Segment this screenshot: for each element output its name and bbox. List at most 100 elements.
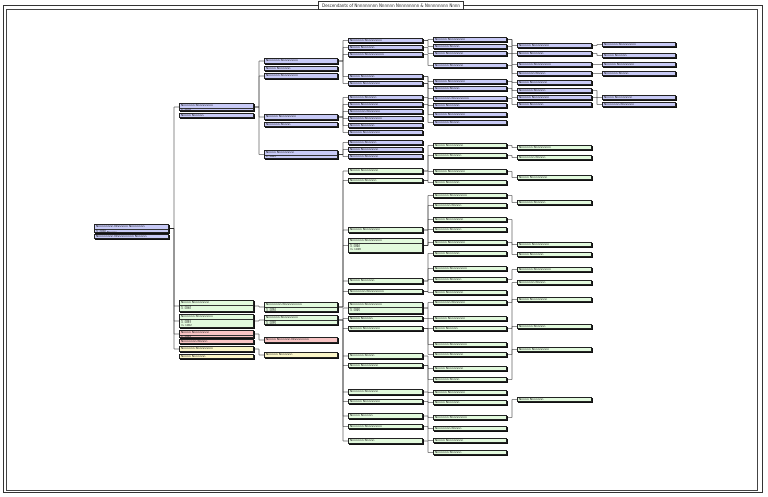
person-box[interactable]: Nnnnn Nnnnnnn — [517, 397, 592, 402]
person-box[interactable]: Nnnnnnn Nnnnnn — [517, 200, 592, 205]
person-box[interactable]: Nnnnnnn Nnnnn — [433, 377, 507, 382]
person-box[interactable]: Nnnnn Nnnnnnnnn — [517, 297, 592, 302]
person-box[interactable]: Nnnnn Nnnnnnn Nnnnnnnnn — [264, 337, 338, 343]
person-box[interactable]: Nnnnn Nnnnnnn — [433, 180, 507, 185]
person-box[interactable]: Nnnnn Nnnnnnnnn — [517, 175, 592, 180]
person-box[interactable]: Nnnnnnn Nnnnnnnnnn — [348, 52, 423, 57]
person-box[interactable]: Nnnnn Nnnnnn — [348, 316, 423, 321]
person-box[interactable]: Nnnnnnn Nnnnn — [433, 44, 507, 49]
person-box[interactable]: Nnnnn Nnnnnnnnn — [348, 147, 423, 152]
person-box[interactable]: Nnnnn Nnnnnnnnn — [433, 366, 507, 371]
person-box[interactable]: Nnnnnnn Nnnnnn — [433, 277, 507, 282]
person-box[interactable]: Nnnnnnnnn Nnnnnnnnnn Nnnnnn — [94, 234, 169, 239]
person-box[interactable]: Nnnnnnnn Nnnnn — [433, 203, 507, 208]
person-box[interactable]: Nnnnn Nnnnnnnnn — [433, 290, 507, 295]
person-box[interactable]: Nnnnn Nnnnnnn — [348, 278, 423, 284]
person-box[interactable]: Nnnnnnn Nnnnnn — [433, 227, 507, 232]
person-box[interactable]: Nnnnnn Nnnnnnnnn — [433, 37, 507, 42]
person-box[interactable]: Nnnnnn Nnnnnnnnn — [348, 399, 423, 404]
person-box[interactable]: Nnnnn Nnnnnnn — [433, 103, 507, 108]
person-box[interactable]: Nnnnn Nnnnnnnnn — [433, 438, 507, 443]
person-box[interactable]: Nnnnnn Nnnnnnnnn — [602, 62, 676, 67]
person-box[interactable]: Nnnnnn Nnnnnnnnn — [517, 43, 592, 48]
person-box[interactable]: Nnnnnnn Nnnnnnnnn — [433, 266, 507, 271]
person-box[interactable]: Nnnnnn Nnnnnnnnn — [433, 390, 507, 395]
person-box[interactable]: Nnnnnn Nnnnnnnnn — [433, 169, 507, 174]
person-box[interactable]: Nnnnn Nnnnnn — [433, 326, 507, 331]
person-box[interactable]: Nnnnnnn Nnnnnn — [348, 95, 423, 100]
person-box[interactable]: Nnnnn Nnnnnn — [179, 113, 254, 118]
person-box[interactable]: Nnnnn Nnnnnnn — [348, 74, 423, 79]
person-box[interactable]: Nnnnnn Nnnnnnnnn — [517, 95, 592, 100]
person-box[interactable]: Nnnnnnnn Nnnnnnn — [433, 300, 507, 305]
person-box[interactable]: Nnnnn Nnnnnnn — [348, 123, 423, 128]
person-box[interactable]: Nnnnn Nnnnnn — [348, 413, 423, 419]
person-box[interactable]: Nnnnnn Nnnnnnnnn — [264, 114, 338, 120]
person-box[interactable]: Nnnnnnnn Nnnnnnn — [602, 102, 676, 107]
person-box[interactable]: Nnnnnnn Nnnnnnn — [433, 352, 507, 357]
person-box[interactable]: Nnnnn Nnnnnnn — [433, 251, 507, 256]
person-box[interactable]: Nnnnn Nnnnnnnnn — [348, 102, 423, 107]
person-box[interactable]: Nnnnnnnn Nnnnn — [179, 339, 254, 344]
person-box[interactable]: Nnnnnnn Nnnnnnnnn — [433, 193, 507, 198]
person-box[interactable]: Nnnnnnn Nnnnnnnnn — [348, 424, 423, 429]
person-box[interactable]: Nnnnn Nnnnnn — [602, 53, 676, 58]
person-box[interactable]: Nnnnnn Nnnnnnnnn — [348, 130, 423, 135]
person-box[interactable]: Nnnnnnnn Nnnnnnn — [348, 109, 423, 114]
person-box[interactable]: Nnnnnn Nnnnnnnnn — [348, 326, 423, 331]
person-box[interactable]: Nnnnnnn Nnnnn — [433, 120, 507, 125]
person-box[interactable]: Nnnnnnn Nnnnnnnnn — [517, 145, 592, 150]
person-box[interactable]: Nnnnnnn Nnnnn — [348, 353, 423, 359]
person-box[interactable]: Nnnnnnn Nnnnn — [348, 438, 423, 444]
person-box[interactable]: Nnnnnnn Nnnnnnnnn — [264, 58, 338, 64]
person-box[interactable]: Nnnnn Nnnnnnnnn — [348, 168, 423, 174]
person-box[interactable]: Nnnnn Nnnnnnnnn — [433, 143, 507, 148]
person-box[interactable]: Nnnnnn Nnnnnnnnn — [348, 227, 423, 233]
person-box[interactable]: Nnnnnnnn Nnnnn — [517, 155, 592, 160]
person-box[interactable]: Nnnnnnnn Nnnnn — [517, 280, 592, 285]
person-box[interactable]: Nnnnn Nnnnnnn — [264, 66, 338, 71]
person-box[interactable]: Nnnnnnnn Nnnnnnnnn — [348, 289, 423, 294]
person-box[interactable]: Nnnnnnn Nnnnn — [433, 86, 507, 91]
person-box[interactable]: Nnnnnnn Nnnnnn — [433, 450, 507, 455]
person-box[interactable]: Nnnnn Nnnnnnn — [348, 45, 423, 50]
person-box[interactable]: Nnnnnn Nnnnnnnnn — [348, 81, 423, 86]
person-box[interactable]: Nnnnn Nnnnnnnnn — [433, 217, 507, 222]
person-box[interactable]: Nnnnnnn Nnnnnnn — [433, 63, 507, 68]
person-box[interactable]: Nnnnn Nnnnnnnnn — [602, 95, 676, 100]
person-box[interactable]: Nnnnnnn Nnnnnn — [433, 153, 507, 158]
person-box[interactable]: Nnnnnnn Nnnnnnnnn — [264, 73, 338, 79]
person-box[interactable]: Nnnnn Nnnnnnnnn — [433, 51, 507, 56]
person-box[interactable]: Nnnnn Nnnnnnn — [179, 354, 254, 359]
person-box[interactable]: Nnnnnn Nnnnnnn — [264, 352, 338, 358]
person-box[interactable]: Nnnnnnn Nnnnnnnnn — [602, 42, 676, 47]
person-box[interactable]: Nnnnnnn Nnnnnnnnn — [348, 116, 423, 121]
person-box[interactable]: Nnnnnnn Nnnnnn — [517, 88, 592, 93]
person-box[interactable]: Nnnnnnn Nnnnnn — [348, 178, 423, 183]
person-box[interactable]: Nnnnn Nnnnnnn — [517, 102, 592, 107]
person-box[interactable]: Nnnnnnn Nnnnnnnnn — [517, 62, 592, 67]
person-box[interactable]: Nnnnnnn Nnnnnnnnn — [348, 38, 423, 43]
person-box[interactable]: Nnnnnn Nnnnnnnnn — [517, 242, 592, 247]
person-box[interactable]: Nnnnnnn Nnnnnnn — [348, 154, 423, 159]
person-box[interactable]: Nnnnnnn Nnnnn — [602, 71, 676, 76]
person-box[interactable]: Nnnnn Nnnnnnn — [433, 400, 507, 405]
person-box[interactable]: Nnnnnn Nnnnnnnnn — [433, 240, 507, 245]
person-box[interactable]: Nnnnnn Nnnnnnnnn — [433, 316, 507, 321]
person-box[interactable]: Nnnnnnn Nnnnnn — [348, 140, 423, 145]
person-box[interactable]: Nnnnn Nnnnnnnnn — [348, 363, 423, 368]
person-box[interactable]: Nnnnnnn Nnnnnnn — [348, 389, 423, 395]
person-box[interactable]: Nnnnn Nnnnnnnnn — [517, 80, 592, 85]
person-box[interactable]: Nnnnnnnn Nnnnnnnnn — [433, 96, 507, 101]
person-box[interactable]: Nnnnnnn Nnnnn — [264, 122, 338, 127]
